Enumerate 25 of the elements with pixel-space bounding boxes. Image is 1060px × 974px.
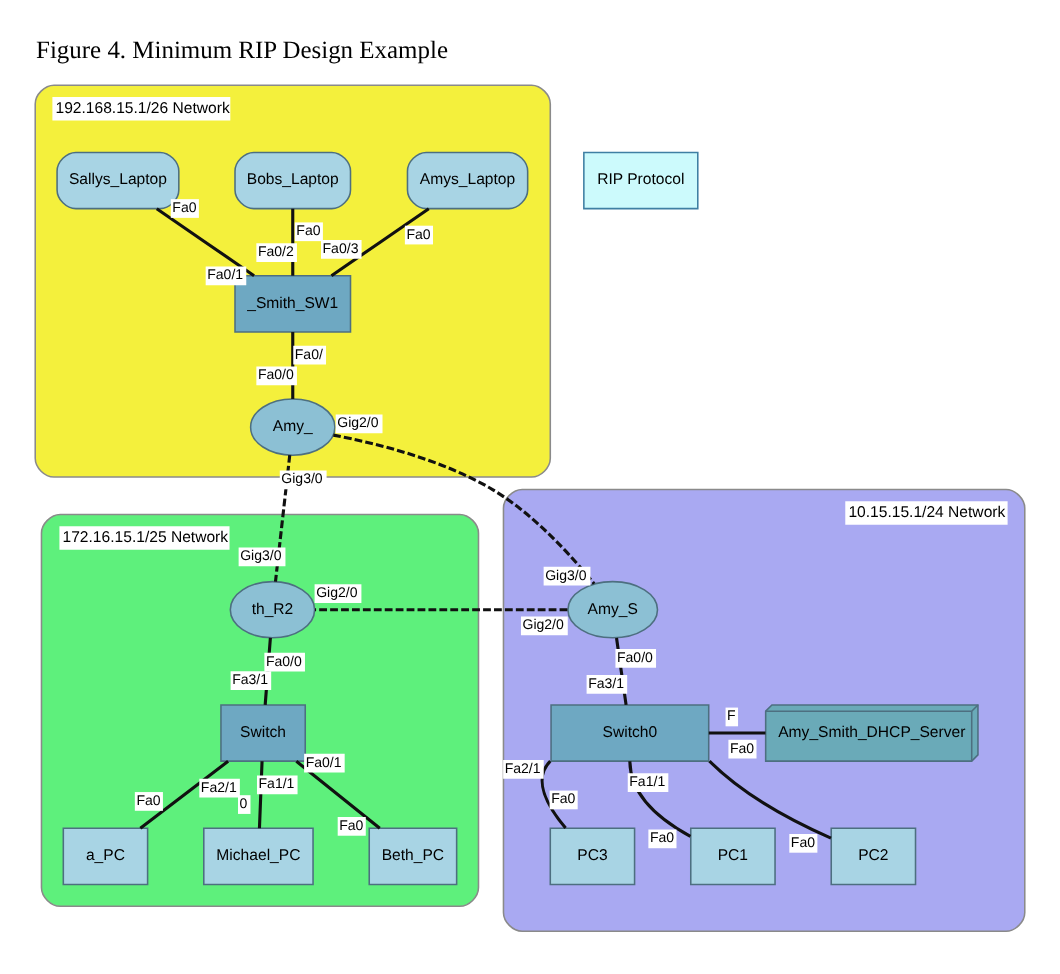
connector [273, 454, 292, 581]
node-box: RIP Protocol [583, 150, 699, 209]
diagram-title: Figure 4. Minimum RIP Design Example [36, 35, 448, 64]
node-box: Beth_PC [368, 826, 458, 885]
node-box: a_PC [62, 826, 149, 885]
node-ellipse: th_R2 [229, 579, 316, 638]
node-box: PC2 [830, 826, 917, 885]
node-box: Switch0 [550, 703, 710, 761]
node-box: PC3 [549, 826, 636, 885]
node-box: Michael_PC [203, 826, 314, 885]
connector [155, 206, 255, 276]
connector [291, 207, 295, 275]
connector [540, 759, 567, 828]
connector [257, 760, 264, 828]
node-box: Switch [220, 703, 306, 761]
connector [315, 607, 568, 611]
connector [295, 759, 381, 829]
connector [708, 759, 832, 839]
node-ellipse: Amy_S [567, 579, 659, 638]
connector [139, 759, 230, 829]
connector [708, 730, 766, 734]
node-box: Amys_Laptop [406, 150, 529, 209]
node-ellipse: Amy_ [249, 397, 336, 455]
node-box: Bobs_Laptop [234, 150, 352, 209]
node-box: PC1 [690, 826, 776, 885]
